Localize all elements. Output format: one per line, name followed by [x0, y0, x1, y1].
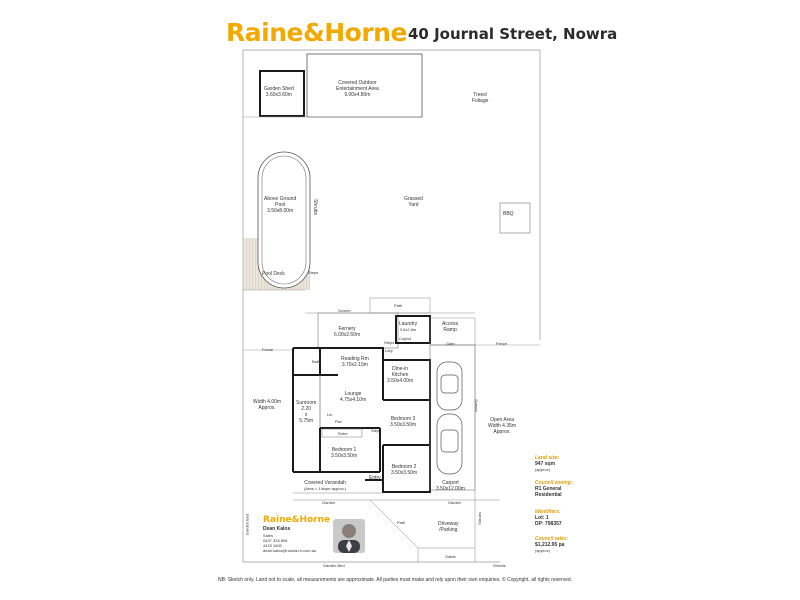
- pool-deck-label: Pool Deck: [262, 271, 285, 277]
- lin-label: Lin: [327, 412, 333, 417]
- property-address: 40 Journal Street, Nowra: [408, 25, 618, 43]
- garden-center-label: Garden: [322, 500, 336, 505]
- bath-label: Bath: [312, 359, 321, 364]
- car-bottom: [436, 413, 463, 475]
- robe-label: Robe: [338, 431, 348, 436]
- fence-right-label: Fence: [496, 341, 508, 346]
- agent-mobile: 0437 326 808: [263, 538, 288, 543]
- rates-value: $1,212.95 pa(approx): [535, 542, 565, 553]
- screen-label: Screen: [338, 308, 351, 313]
- fence-left-label: Fence: [262, 347, 274, 352]
- agent-name: Dean Kalos: [263, 526, 291, 532]
- pwr-label: Pwr: [335, 419, 342, 424]
- agent-avatar: [333, 519, 365, 553]
- shrubs-bottom-right-label: Shrubs: [493, 563, 506, 568]
- verandah-label: Covered Verandah(Area = 14sqm approx.): [304, 480, 347, 491]
- gate-label: Gate: [446, 341, 455, 346]
- agent-role: Sales: [263, 533, 274, 538]
- shrubs-pool-label: Shrubs: [311, 199, 318, 215]
- land-size-heading: Land size:: [535, 455, 560, 461]
- identifiers-heading: Identifiers:: [535, 509, 561, 515]
- rates-heading: Council rates:: [535, 536, 569, 542]
- gates-label: Gates: [445, 554, 456, 559]
- steps-deck-label: Steps: [308, 270, 319, 275]
- screen-right-label: Screen: [473, 399, 479, 412]
- garden-right-label: Garden: [448, 500, 462, 505]
- path-top-label: Path: [394, 303, 403, 308]
- trees-label: Trees/Foliage: [472, 92, 489, 104]
- garden-bed-bottom-label: Garden Bed: [323, 563, 345, 568]
- path-bottom-label: Path: [397, 520, 406, 525]
- step-label: Step: [371, 428, 380, 433]
- driveway-label: Driveway/Parking: [438, 521, 459, 533]
- entry-label: Entry: [369, 475, 381, 481]
- garden-bed-left-label: Garden Bed: [244, 513, 250, 536]
- car-top: [436, 361, 463, 411]
- zoning-heading: Council zoning:: [535, 480, 573, 486]
- bbq: [499, 202, 531, 234]
- bbq-label: BBQ: [503, 211, 514, 217]
- agent-email[interactable]: dean.kalos@nowra.rh.com.au: [263, 548, 317, 553]
- agent-office: 4423 1600: [263, 543, 282, 548]
- steps-fernery-label: Steps: [384, 340, 395, 345]
- shrubs-bottom-label: Shrubs: [476, 512, 482, 525]
- agent-brand-logo: Raine&Horne: [263, 515, 331, 525]
- ldry-label: Ldry: [385, 348, 393, 353]
- cupbd-label: Cupbd: [399, 336, 411, 341]
- land-size-value: 947 sqm(approx): [535, 461, 556, 472]
- brand-logo: Raine&Horne: [226, 18, 407, 47]
- disclaimer: NB: Sketch only. Land not to scale, all …: [218, 577, 573, 583]
- pool: [257, 151, 311, 289]
- garden-shed: [259, 70, 305, 117]
